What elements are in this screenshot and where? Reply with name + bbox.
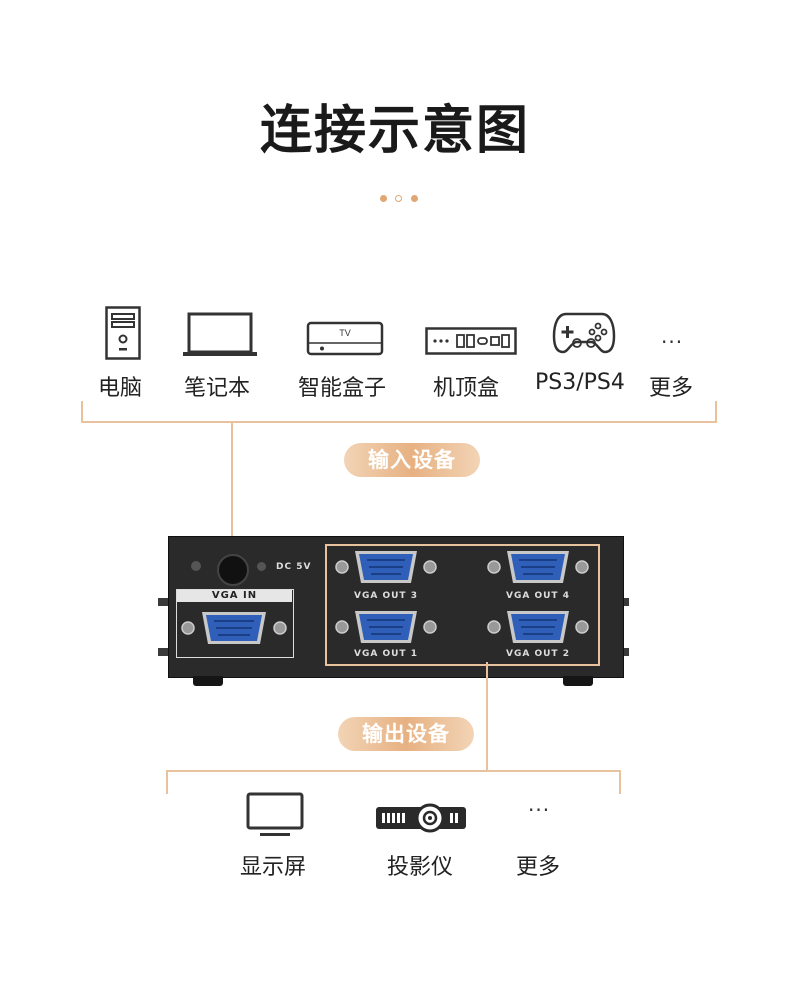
vga-out-3-port: [335, 551, 437, 583]
output-ports-frame: [325, 544, 600, 666]
input-bracket-right: [715, 401, 717, 423]
input-label-laptop: 笔记本: [184, 376, 251, 401]
input-label-more: 更多: [649, 376, 694, 401]
vga-out-3-label: VGA OUT 3: [354, 591, 418, 601]
power-jack: [217, 554, 249, 586]
vga-out-2-port: [487, 611, 589, 643]
input-label-pc: 电脑: [98, 376, 143, 401]
vga-out-1-label: VGA OUT 1: [354, 649, 418, 659]
output-bracket-left: [166, 770, 168, 794]
input-connector-line: [231, 421, 233, 589]
output-bracket-right: [619, 770, 621, 794]
ellipsis-icon: ···: [661, 330, 684, 354]
dot-indicator-2: [395, 195, 402, 202]
gamepad-icon: [552, 312, 616, 354]
set-top-box-icon: [425, 327, 517, 355]
input-label-console: PS3/PS4: [535, 370, 625, 395]
output-connector-line: [486, 662, 488, 772]
vga-in-label: VGA IN: [211, 590, 258, 601]
vga-out-1-port: [335, 611, 437, 643]
monitor-icon: [246, 792, 304, 836]
power-label: DC 5V: [276, 562, 312, 572]
output-label-monitor: 显示屏: [240, 855, 307, 880]
page-title: 连接示意图: [259, 101, 530, 161]
tv-label: TV: [339, 328, 351, 338]
input-label-set-top-box: 机顶盒: [433, 376, 500, 401]
ellipsis-icon: ···: [528, 798, 551, 822]
device-foot-right: [563, 676, 593, 686]
pc-tower-icon: [105, 306, 141, 360]
tv-box-icon: TV: [306, 321, 384, 356]
output-bracket-base: [166, 770, 621, 772]
input-label-tv-box: 智能盒子: [298, 376, 387, 401]
vga-in-port: [181, 612, 287, 644]
vga-out-2-label: VGA OUT 2: [506, 649, 570, 659]
projector-icon: [376, 803, 466, 833]
input-bracket-base: [81, 421, 717, 423]
vga-out-4-port: [487, 551, 589, 583]
input-bracket-left: [81, 401, 83, 423]
output-label-more: 更多: [516, 855, 561, 880]
input-devices-badge: 输入设备: [344, 443, 480, 477]
dot-indicator-1: [380, 195, 387, 202]
device-foot-left: [193, 676, 223, 686]
laptop-icon: [183, 312, 257, 356]
output-label-projector: 投影仪: [387, 855, 454, 880]
output-devices-badge: 输出设备: [338, 717, 474, 751]
dot-indicator-3: [411, 195, 418, 202]
vga-out-4-label: VGA OUT 4: [506, 591, 570, 601]
